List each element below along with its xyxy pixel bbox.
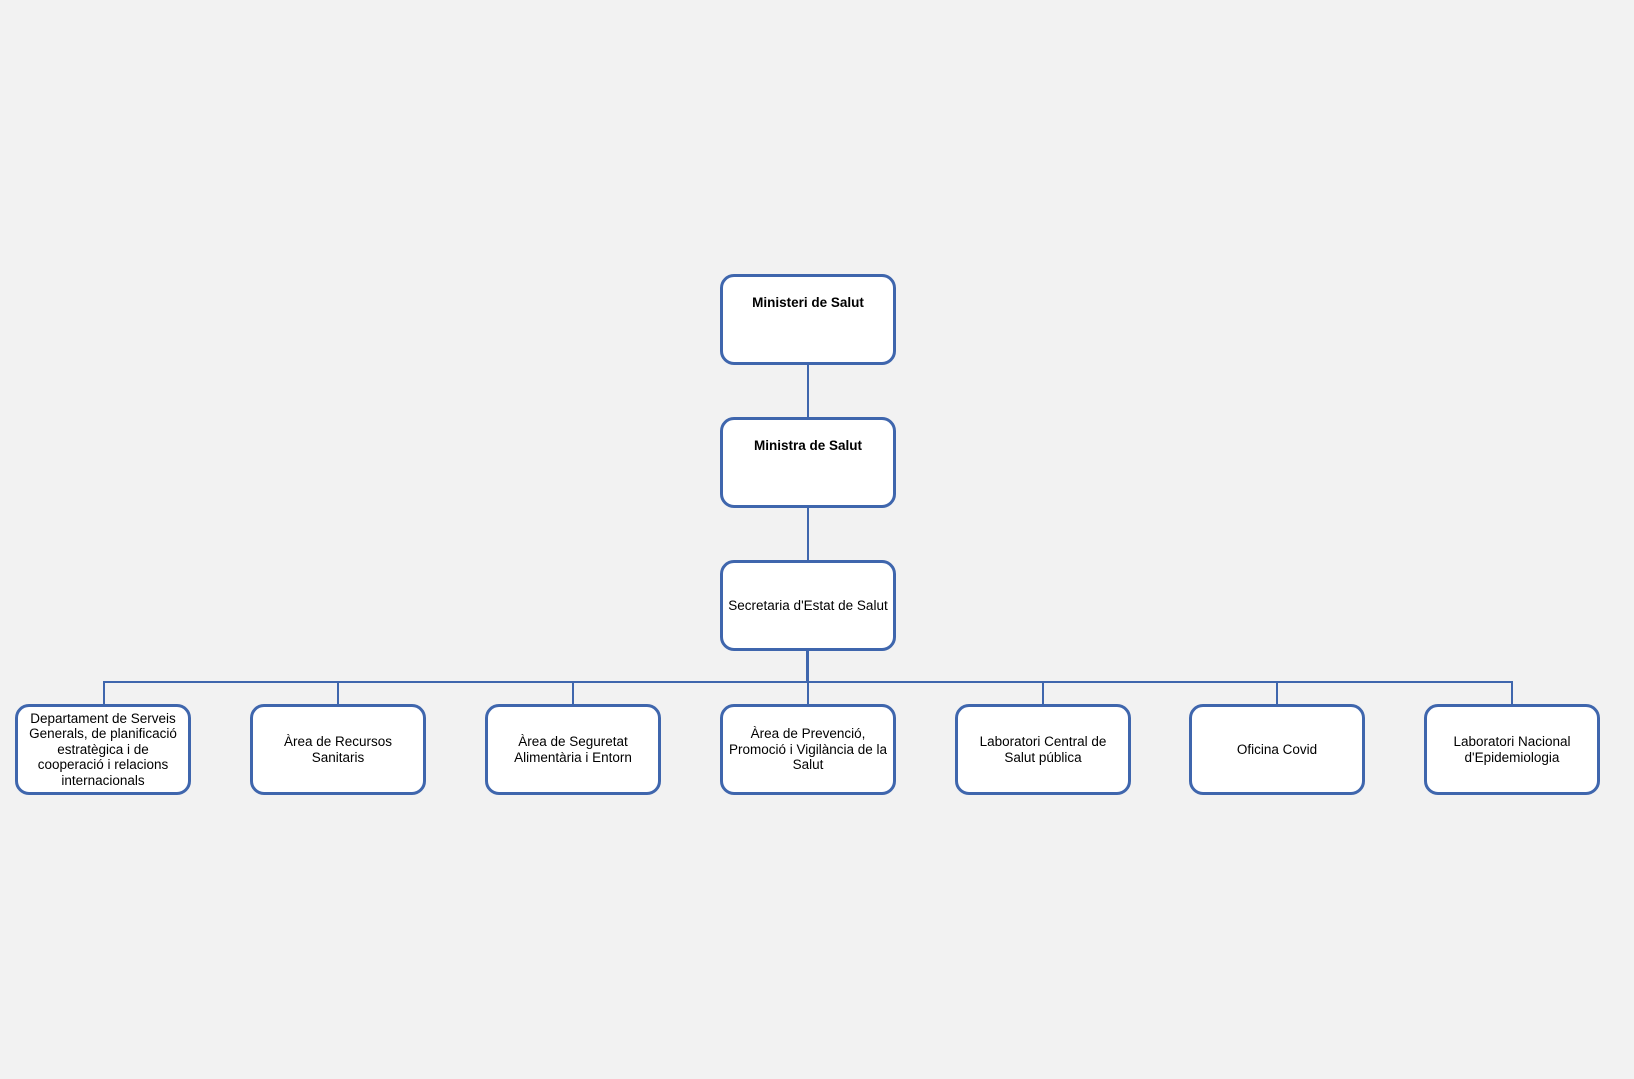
- node-area-seguretat-alimentaria: Àrea de Seguretat Alimentària i Entorn: [485, 704, 661, 795]
- connector-secretaria-trunk: [806, 651, 809, 682]
- connector-drop-7: [1511, 681, 1513, 705]
- node-departament-serveis-generals: Departament de Serveis Generals, de plan…: [15, 704, 191, 795]
- node-area-prevencio-promocio: Àrea de Prevenció, Promoció i Vigilància…: [720, 704, 896, 795]
- node-label: Laboratori Central de Salut pública: [979, 734, 1107, 765]
- node-area-recursos-sanitaris: Àrea de Recursos Sanitaris: [250, 704, 426, 795]
- node-label: Laboratori Nacional d'Epidemiologia: [1453, 734, 1571, 765]
- node-label: Departament de Serveis Generals, de plan…: [29, 710, 177, 788]
- node-laboratori-nacional-epidemiologia: Laboratori Nacional d'Epidemiologia: [1424, 704, 1600, 795]
- node-ministeri-de-salut: Ministeri de Salut: [720, 274, 896, 365]
- node-secretaria-estat-salut: Secretaria d'Estat de Salut: [720, 560, 896, 651]
- connector-drop-5: [1042, 681, 1044, 705]
- node-label: Oficina Covid: [1236, 741, 1318, 757]
- connector-drop-3: [572, 681, 574, 705]
- connector-drop-4: [807, 681, 809, 705]
- connector-ministra-secretaria: [807, 508, 809, 560]
- node-label: Ministeri de Salut: [752, 295, 864, 310]
- node-label: Àrea de Seguretat Alimentària i Entorn: [514, 734, 632, 765]
- connector-drop-1: [103, 681, 105, 705]
- node-ministra-de-salut: Ministra de Salut: [720, 417, 896, 508]
- node-label: Àrea de Prevenció, Promoció i Vigilància…: [728, 726, 888, 773]
- connector-drop-2: [337, 681, 339, 705]
- connector-ministeri-ministra: [807, 365, 809, 417]
- node-label: Ministra de Salut: [753, 438, 863, 453]
- node-oficina-covid: Oficina Covid: [1189, 704, 1365, 795]
- node-laboratori-central-salut-publica: Laboratori Central de Salut pública: [955, 704, 1131, 795]
- node-label: Secretaria d'Estat de Salut: [728, 597, 888, 613]
- node-label: Àrea de Recursos Sanitaris: [283, 734, 393, 765]
- connector-drop-6: [1276, 681, 1278, 705]
